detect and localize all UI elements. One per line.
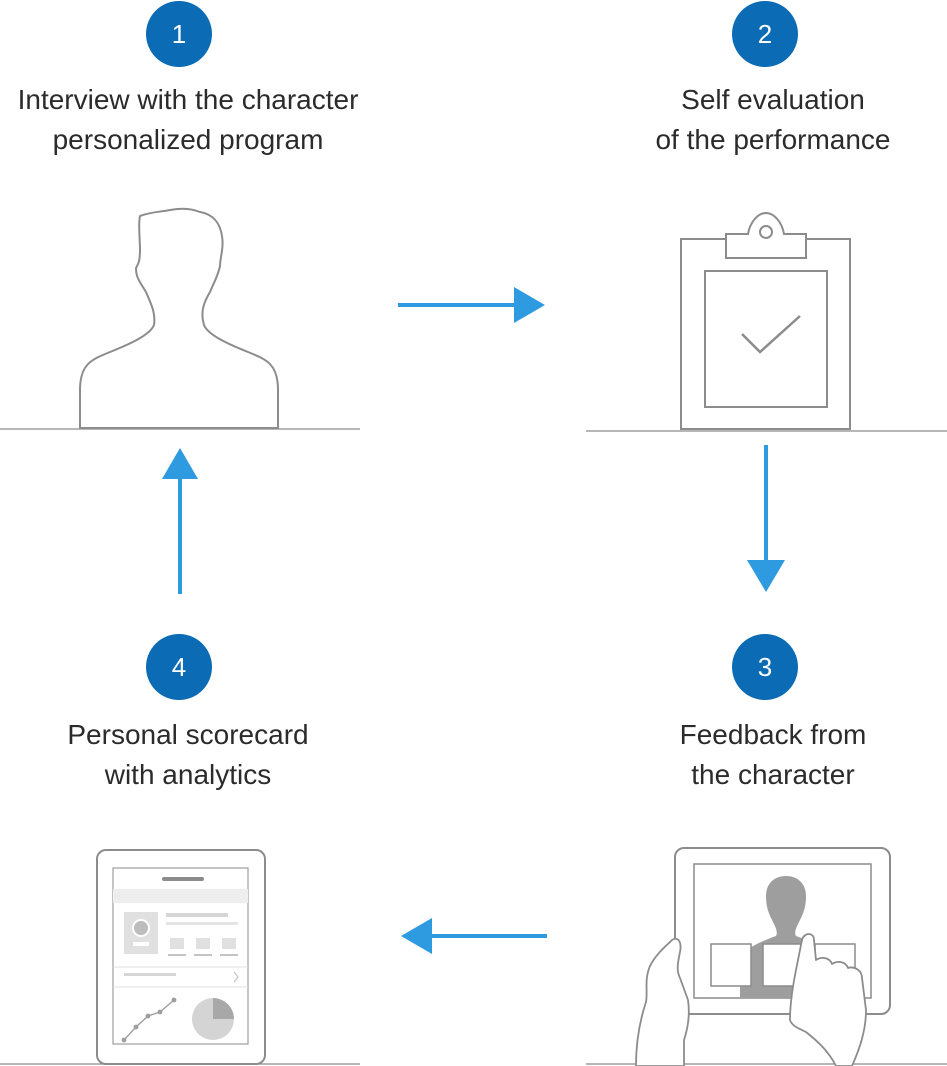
step-4-title-line1: Personal scorecard	[67, 719, 309, 750]
arrow-right	[398, 287, 545, 323]
arrow-left	[401, 918, 547, 954]
step-2-number: 2	[757, 18, 773, 49]
arrow-up	[162, 448, 198, 594]
step-4-title: Personal scorecard with analytics	[0, 715, 398, 795]
step-1-title-line1: Interview with the character	[17, 84, 359, 115]
step-2-title: Self evaluation of the performance	[563, 80, 947, 160]
arrow-down	[747, 445, 785, 592]
step-3-title-line1: Feedback from	[679, 719, 867, 750]
step-3-number: 3	[757, 651, 773, 682]
step-2-title-line2: of the performance	[655, 124, 891, 155]
step-1-badge: 1	[146, 1, 212, 67]
step-1-title: Interview with the character personalize…	[0, 80, 398, 160]
step-1-number: 1	[171, 18, 187, 49]
tablet-scorecard-icon	[96, 849, 266, 1065]
step-3-title: Feedback from the character	[563, 715, 947, 795]
step-2-badge: 2	[732, 1, 798, 67]
person-silhouette-icon	[79, 207, 279, 429]
step-4-title-line2: with analytics	[104, 759, 272, 790]
step-1-title-line2: personalized program	[52, 124, 324, 155]
clipboard-check-icon	[680, 211, 851, 430]
step-3-badge: 3	[732, 634, 798, 700]
step-4-number: 4	[171, 651, 187, 682]
step-3-title-line2: the character	[691, 759, 855, 790]
step-2-title-line1: Self evaluation	[681, 84, 865, 115]
tablet-video-icon	[635, 847, 891, 1066]
step-4-badge: 4	[146, 634, 212, 700]
